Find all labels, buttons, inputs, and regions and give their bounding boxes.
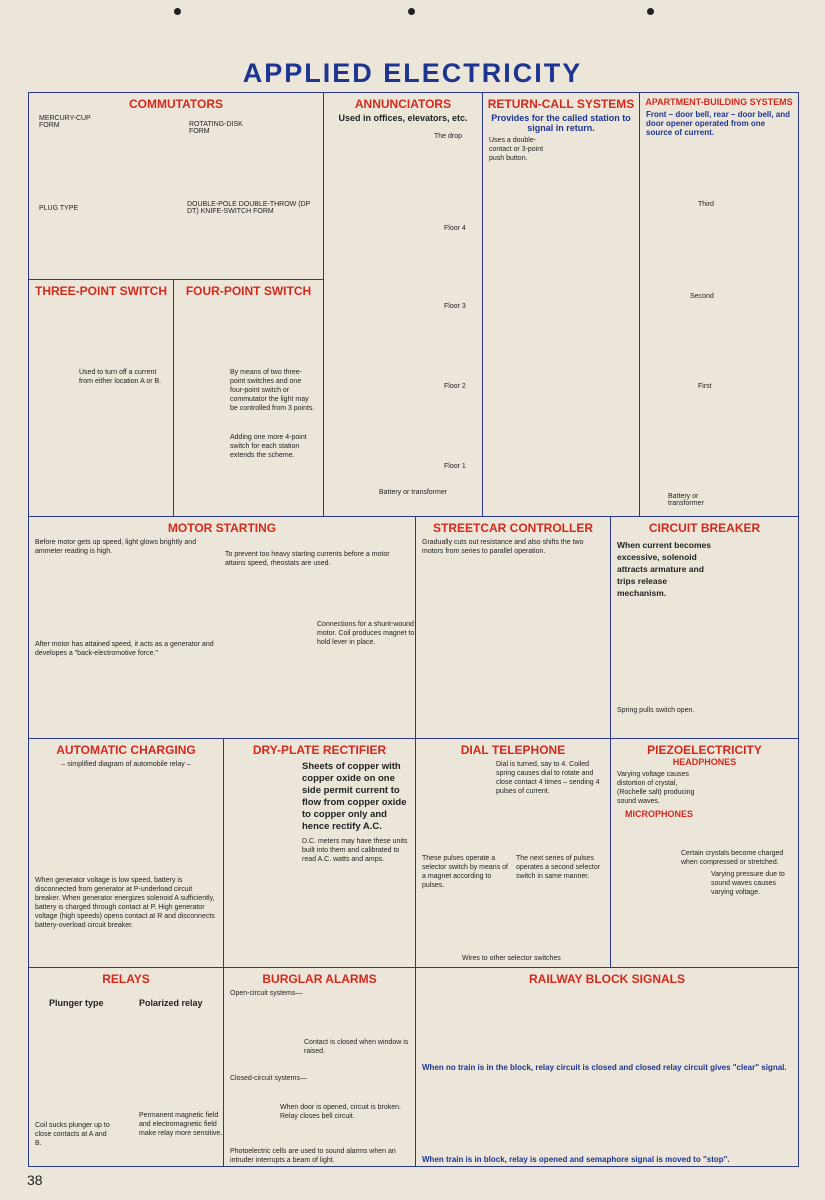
label: PLUG TYPE (39, 205, 79, 212)
panel-text: Dial is turned, say to 4. Coiled spring … (496, 761, 600, 795)
panel-text: Connections for a shunt-wound motor. Coi… (317, 621, 415, 646)
panel-text: Coil sucks plunger up to close contacts … (35, 1122, 110, 1147)
label: Battery or transformer (379, 489, 448, 496)
punch-hole (647, 8, 654, 15)
panel-title: ANNUNCIATORS (354, 97, 452, 111)
panel-title: COMMUTATORS (129, 97, 223, 111)
panel-text: Closed-circuit systems— (230, 1075, 308, 1082)
panel-text: Gradually cuts out resistance and also s… (422, 539, 584, 555)
panel-title: STREETCAR CONTROLLER (433, 521, 593, 535)
label: DOUBLE-POLE DOUBLE-THROW (DP DT) KNIFE-S… (187, 201, 311, 215)
punch-hole (174, 8, 181, 15)
panel-text: When generator voltage is low speed, bat… (35, 877, 215, 929)
panel-subheading: Polarized relay (139, 998, 203, 1008)
panel-title: BURGLAR ALARMS (262, 972, 377, 986)
relays-panel: RELAYS Plunger type Polarized relay Coil… (28, 967, 224, 1167)
return-call-panel: RETURN-CALL SYSTEMS Provides for the cal… (482, 92, 640, 517)
automatic-charging-panel: AUTOMATIC CHARGING – simplified diagram … (28, 738, 224, 968)
punch-hole (408, 8, 415, 15)
label: Floor 3 (444, 303, 466, 310)
label: Uses a double-contact or 3-point push bu… (489, 137, 544, 162)
label: Floor 2 (444, 383, 466, 390)
panel-title: FOUR-POINT SWITCH (185, 284, 312, 298)
three-point-switch-panel: THREE-POINT SWITCH Used to turn off a cu… (28, 279, 174, 517)
panel-text: Varying voltage causes distortion of cry… (617, 771, 695, 805)
panel-title: MOTOR STARTING (167, 521, 277, 535)
panel-text: Adding one more 4-point switch for each … (230, 434, 307, 459)
panel-subheading: Plunger type (49, 998, 104, 1008)
motor-starting-panel: MOTOR STARTING Before motor gets up spee… (28, 516, 416, 739)
annunciators-panel: ANNUNCIATORS Used in offices, elevators,… (323, 92, 483, 517)
panel-text: These pulses operate a selector switch b… (422, 855, 508, 889)
label: First (698, 383, 712, 390)
panel-title: RELAYS (102, 972, 150, 986)
panel-text: Used to turn off a current from either l… (79, 369, 162, 385)
panel-text: Open-circuit systems— (230, 990, 303, 997)
dry-plate-rectifier-panel: DRY-PLATE RECTIFIER Sheets of copper wit… (223, 738, 416, 968)
panel-title: AUTOMATIC CHARGING (56, 743, 196, 757)
label: Battery or transformer (668, 493, 704, 507)
dial-telephone-panel: DIAL TELEPHONE Dial is turned, say to 4.… (415, 738, 611, 968)
commutators-panel: COMMUTATORS MERCURY-CUP FORM ROTATING-DI… (28, 92, 324, 280)
panel-text: Permanent magnetic field and electromagn… (139, 1112, 223, 1137)
panel-text: Contact is closed when window is raised. (304, 1039, 409, 1055)
panel-text: By means of two three-point switches and… (230, 369, 315, 412)
panel-text: When train is in block, relay is opened … (422, 1155, 730, 1164)
panel-subtitle: Front – door bell, rear – door bell, and… (646, 110, 791, 137)
panel-text: Sheets of copper with copper oxide on on… (302, 761, 407, 832)
panel-text: Certain crystals become charged when com… (681, 850, 784, 866)
panel-text: When current becomes excessive, solenoid… (617, 540, 711, 598)
panel-title: RETURN-CALL SYSTEMS (487, 97, 635, 111)
apartment-panel: APARTMENT-BUILDING SYSTEMS Front – door … (639, 92, 799, 517)
panel-text: When no train is in the block, relay cir… (422, 1063, 787, 1072)
panel-title: THREE-POINT SWITCH (35, 284, 167, 298)
panel-text: The next series of pulses operates a sec… (516, 855, 601, 880)
label: Third (698, 201, 714, 208)
panel-text: Wires to other selector switches (462, 955, 561, 962)
panel-text: When door is opened, circuit is broken. … (280, 1104, 402, 1120)
label: Second (690, 293, 714, 300)
panel-title: DRY-PLATE RECTIFIER (252, 743, 387, 757)
label: Floor 4 (444, 225, 466, 232)
panel-text: To prevent too heavy starting currents b… (225, 551, 390, 567)
panel-subtitle: Used in offices, elevators, etc. (338, 113, 468, 123)
circuit-breaker-panel: CIRCUIT BREAKER When current becomes exc… (610, 516, 799, 739)
panel-title: PIEZOELECTRICITY (647, 743, 762, 757)
panel-text: Varying pressure due to sound waves caus… (711, 871, 785, 896)
panel-caption: Spring pulls switch open. (617, 707, 695, 714)
panel-title: CIRCUIT BREAKER (648, 521, 761, 535)
four-point-switch-panel: FOUR-POINT SWITCH By means of two three-… (173, 279, 324, 517)
label: ROTATING-DISK FORM (189, 121, 243, 135)
panel-text: D.C. meters may have these units built i… (302, 838, 408, 863)
railway-block-signals-panel: RAILWAY BLOCK SIGNALS When no train is i… (415, 967, 799, 1167)
label: The drop (434, 133, 463, 140)
panel-subheading: HEADPHONES (672, 757, 737, 767)
panel-subtitle: – simplified diagram of automobile relay… (61, 761, 191, 768)
panel-title: RAILWAY BLOCK SIGNALS (528, 972, 686, 986)
panel-text: After motor has attained speed, it acts … (35, 641, 214, 657)
panel-subheading: MICROPHONES (625, 809, 694, 819)
page-title: APPLIED ELECTRICITY (242, 58, 583, 88)
panel-title: DIAL TELEPHONE (460, 743, 566, 757)
panel-title: APARTMENT-BUILDING SYSTEMS (645, 97, 793, 107)
burglar-alarms-panel: BURGLAR ALARMS Open-circuit systems— Con… (223, 967, 416, 1167)
piezoelectricity-panel: PIEZOELECTRICITY HEADPHONES Varying volt… (610, 738, 799, 968)
panel-text: Photoelectric cells are used to sound al… (230, 1148, 396, 1164)
label: Floor 1 (444, 463, 466, 470)
page-number: 38 (27, 1172, 43, 1188)
streetcar-controller-panel: STREETCAR CONTROLLER Gradually cuts out … (415, 516, 611, 739)
panel-subtitle: Provides for the called station to signa… (491, 113, 631, 133)
label: MERCURY-CUP FORM (39, 115, 91, 129)
panel-text: Before motor gets up speed, light glows … (35, 539, 197, 555)
